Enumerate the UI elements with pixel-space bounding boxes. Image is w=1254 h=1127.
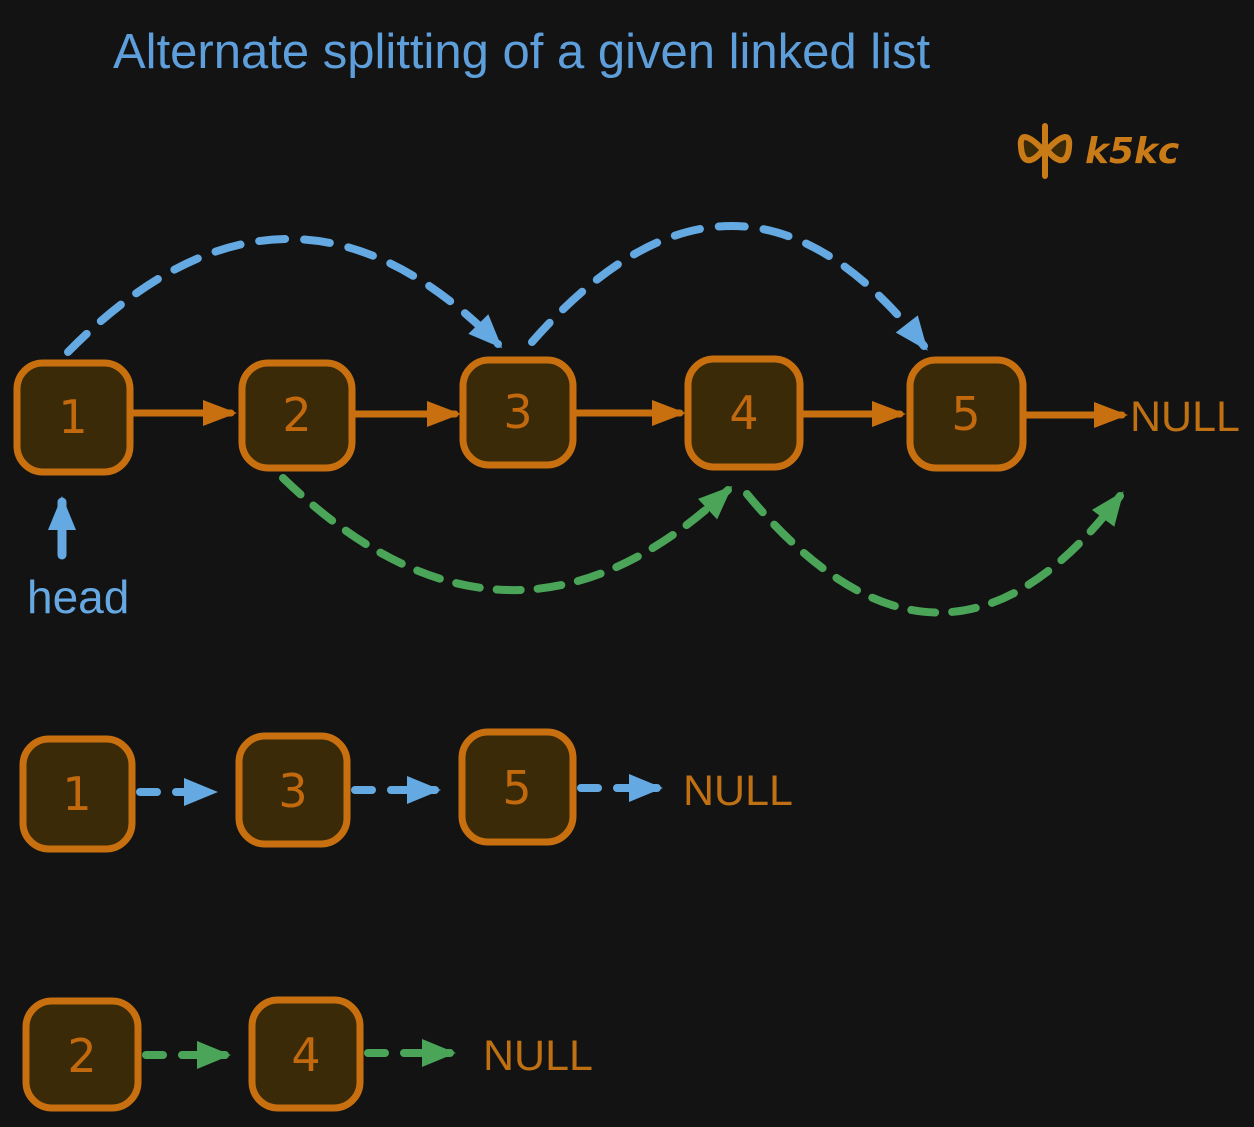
node-value: 5	[502, 761, 531, 815]
node-value: 3	[278, 764, 307, 818]
node-value: 4	[291, 1028, 320, 1082]
node-box	[235, 732, 351, 848]
null-label-odd: NULL	[683, 767, 793, 815]
node-2: 2	[22, 997, 142, 1112]
node-2: 2	[238, 359, 356, 472]
node-value: 2	[282, 388, 311, 442]
node-3: 3	[235, 732, 351, 848]
original-list: 1 2 3 4 5 NULL head	[13, 222, 1240, 623]
node-5: 5	[458, 728, 577, 846]
node-5: 5	[906, 356, 1027, 472]
node-box	[19, 735, 136, 853]
brand-logo: k5kc	[1017, 123, 1179, 179]
node-value: 5	[951, 387, 980, 441]
page-title: Alternate splitting of a given linked li…	[113, 25, 930, 79]
node-box	[13, 359, 134, 476]
node-value: 1	[62, 767, 91, 821]
even-result-list: 2 4 NULL	[22, 996, 593, 1112]
node-4: 4	[248, 996, 364, 1112]
node-box	[22, 997, 142, 1112]
head-label: head	[27, 571, 129, 623]
node-value: 1	[58, 390, 87, 444]
node-box	[458, 728, 577, 846]
odd-result-list: 1 3 5 NULL	[19, 728, 793, 853]
node-3: 3	[459, 356, 577, 469]
node-1: 1	[19, 735, 136, 853]
node-value: 2	[67, 1029, 96, 1083]
blue-alt-link-3-to-5	[528, 222, 928, 351]
null-label-even: NULL	[483, 1032, 593, 1080]
node-value: 3	[503, 385, 532, 439]
green-alt-link-2-to-4	[279, 474, 733, 594]
node-1: 1	[13, 359, 134, 476]
blue-alt-link-1-to-3	[64, 235, 503, 356]
node-4: 4	[684, 355, 804, 471]
green-alt-link-4-out	[743, 490, 1124, 617]
node-value: 4	[729, 386, 758, 440]
brand-logo-text: k5kc	[1085, 131, 1179, 172]
node-box	[248, 996, 364, 1112]
null-label-original: NULL	[1130, 393, 1240, 441]
bowtie-infinity-icon	[1017, 123, 1073, 179]
